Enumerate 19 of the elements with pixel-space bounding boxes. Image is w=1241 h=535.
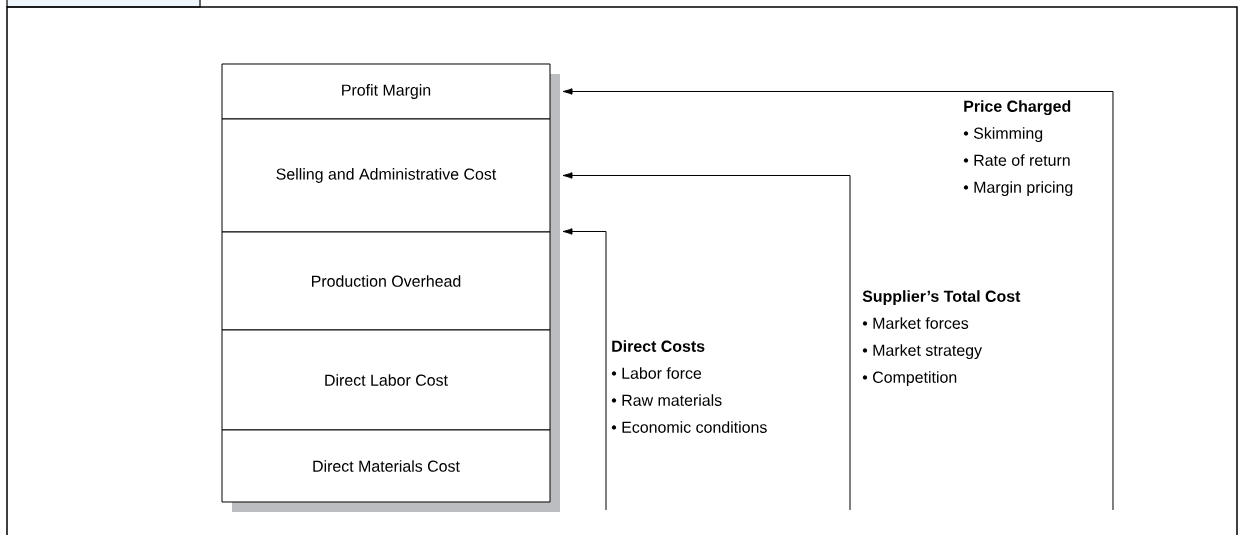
arrow [562,172,851,511]
arrow [562,88,1114,511]
list-item: • Skimming [963,127,1043,143]
cost-layer-box: Profit Margin [221,63,551,120]
arrow [562,228,607,511]
list-item: • Rate of return [963,154,1070,166]
list-item: • Margin pricing [963,181,1073,197]
list-item: • Labor force [611,367,702,379]
cost-layer-box: Direct Labor Cost [221,329,551,431]
list-item: • Economic conditions [611,421,767,433]
list-item: • Market strategy [862,344,982,360]
cost-layer-box: Direct Materials Cost [221,429,551,503]
list-heading: Direct Costs [612,340,705,352]
list-item: • Market forces [862,317,969,329]
list-heading: Supplier’s Total Cost [862,290,1021,306]
list-heading: Price Charged [964,100,1071,116]
list-item: • Raw materials [611,394,722,406]
cost-layer-box: Production Overhead [221,231,551,331]
list-item: • Competition [862,371,957,387]
